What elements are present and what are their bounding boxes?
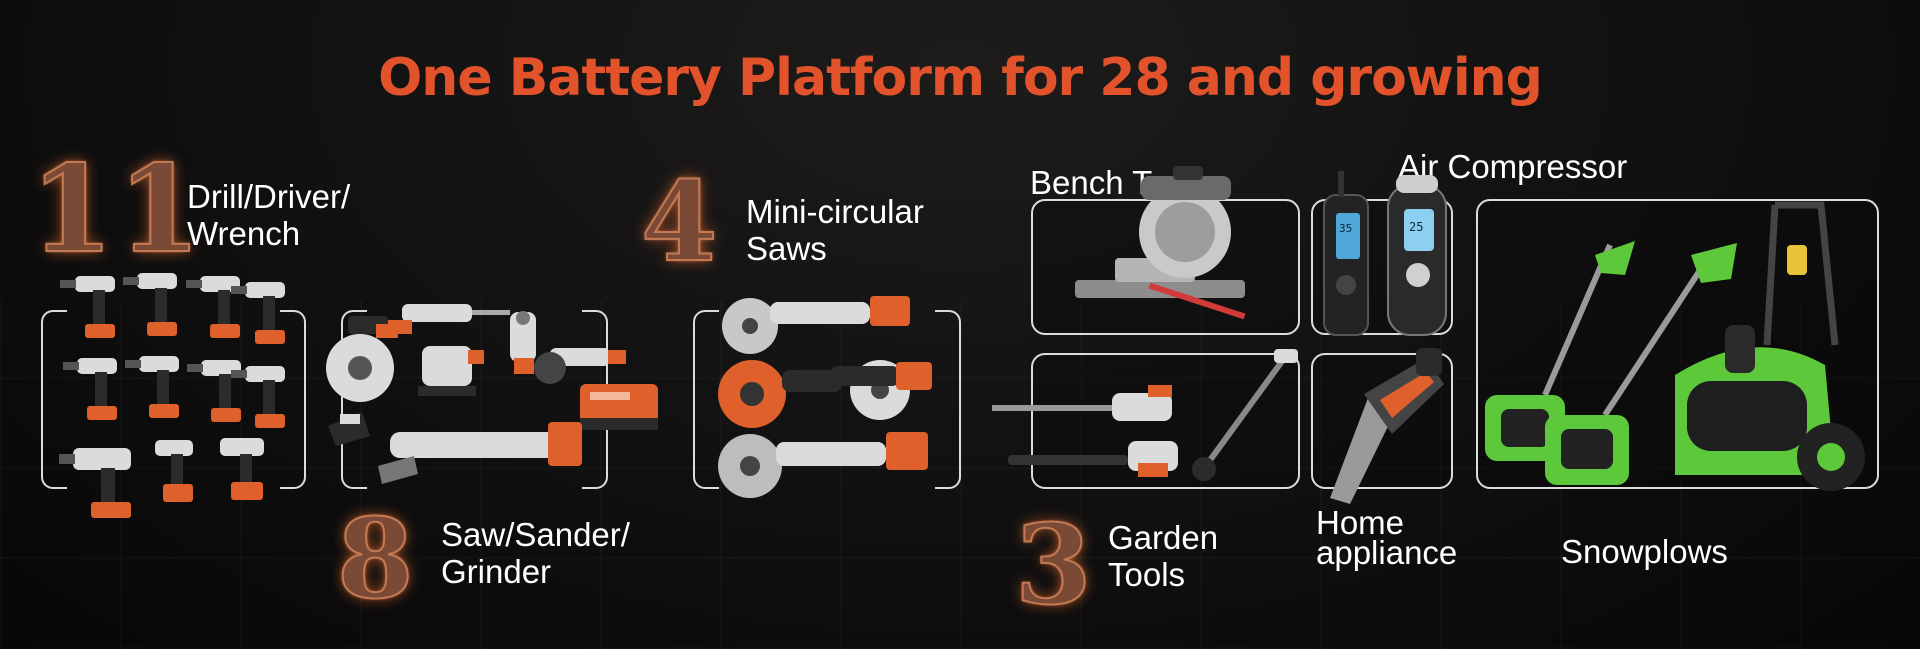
drill-icon [231, 282, 285, 344]
label-drill-line2: Wrench [187, 215, 301, 252]
frame-circular-right [935, 310, 961, 489]
mini-circular-saw-icon [718, 360, 842, 428]
snow-thrower-icon [1675, 201, 1865, 491]
page-title: One Battery Platform for 28 and growing [378, 48, 1543, 108]
jigsaw-icon [418, 346, 484, 396]
frame-drill-right [280, 310, 306, 489]
oscillating-tool-icon [378, 422, 582, 484]
label-saw-line2: Grinder [441, 553, 552, 590]
count-garden: 3 [1014, 500, 1093, 629]
label-drill-line1: Drill/Driver/ [187, 178, 351, 215]
label-drill: Drill/Driver/ Wrench [187, 178, 350, 252]
tire-inflator-icon [1323, 171, 1369, 336]
drill-icon [186, 276, 240, 338]
count-saw: 8 [336, 494, 415, 623]
hedge-trimmer-icon [992, 385, 1172, 421]
drill-icon [187, 360, 241, 422]
saw-sander-tools-image [326, 304, 658, 484]
flashlight-icon [510, 311, 536, 374]
miter-saw-icon [1075, 166, 1246, 320]
label-home-line2: appliance [1316, 534, 1458, 571]
drill-icon [231, 366, 285, 428]
label-home: Home appliance [1316, 504, 1458, 571]
label-saw-line1: Saw/Sander/ [441, 516, 630, 553]
frame-circular-left [693, 310, 719, 489]
frame-saw-left [341, 310, 367, 489]
snow-shovel-icon [1545, 243, 1737, 485]
drill-icon [125, 356, 179, 418]
snowplows-image [1485, 201, 1865, 491]
air-compressor-image [1323, 171, 1447, 336]
string-trimmer-icon [1192, 349, 1298, 481]
garden-tools-image [992, 349, 1298, 481]
frame-drill-left [41, 310, 67, 489]
count-drill: 11 [29, 139, 205, 280]
mini-circular-saw-icon [722, 296, 910, 354]
label-snow: Snowplows [1561, 533, 1728, 570]
label-circular: Mini-circular Saws [746, 193, 924, 267]
compressor-readout-1: 35 [1339, 222, 1353, 235]
drill-icon [60, 276, 115, 338]
detail-sander-icon [328, 412, 370, 446]
label-circular-line2: Saws [746, 230, 827, 267]
mini-circular-saws-image [718, 296, 932, 498]
leaf-blower-icon [1008, 441, 1178, 477]
portable-compressor-icon [1387, 175, 1447, 336]
impact-driver-icon [155, 440, 193, 502]
label-home-line1: Home [1316, 504, 1405, 541]
battery-pack-icon [580, 384, 658, 430]
drill-icon [123, 273, 177, 336]
label-garden-line2: Tools [1108, 556, 1186, 593]
mini-circular-saw-icon [830, 360, 932, 420]
drill-tools-image [59, 273, 285, 518]
count-circular: 4 [640, 157, 719, 286]
hammer-drill-icon [59, 448, 131, 518]
mini-circular-saw-icon [718, 432, 928, 498]
label-garden: Garden Tools [1108, 519, 1218, 593]
circular-saw-icon [326, 316, 398, 402]
label-saw: Saw/Sander/ Grinder [441, 516, 630, 590]
drill-icon [63, 358, 117, 420]
reciprocating-saw-icon [388, 304, 510, 334]
label-garden-line1: Garden [1108, 519, 1219, 556]
impact-wrench-icon [220, 438, 264, 500]
handheld-vacuum-icon [1330, 348, 1444, 504]
angle-grinder-icon [534, 348, 626, 384]
label-circular-line1: Mini-circular [746, 193, 924, 230]
compressor-readout-2: 25 [1409, 220, 1424, 234]
